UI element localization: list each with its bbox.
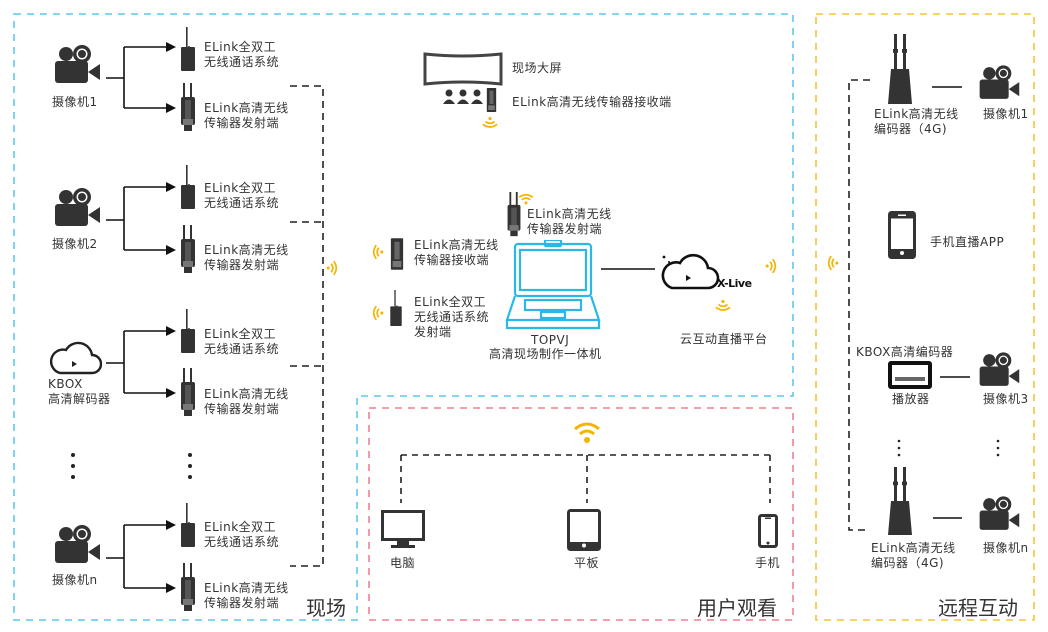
laptop-icon (505, 240, 601, 330)
kbox-encoder-title: KBOX高清编码器 (856, 345, 954, 359)
camera-icon (52, 45, 102, 85)
viewer-device-label: 手机 (755, 556, 781, 570)
viewer-device-label: 平板 (574, 556, 600, 570)
laptop-brand: TOPVJ (531, 333, 570, 347)
wifi-signal-icon (372, 244, 384, 260)
walkie-talkie-icon (388, 290, 404, 326)
player-icon (888, 361, 932, 389)
remote-bus (848, 79, 870, 531)
wifi-signal-icon (827, 255, 839, 271)
wifi-signal-icon (482, 116, 498, 129)
onsite-zone-title: 现场 (306, 596, 346, 620)
audience-icon (443, 89, 483, 104)
hub-receiver-label: ELink高清无线传输器接收端 (414, 238, 499, 267)
wifi-signal-icon (518, 193, 534, 205)
walkie-talkie-icon (180, 309, 196, 353)
camera-icon (977, 65, 1021, 101)
phone-icon (758, 514, 778, 548)
wifi-signal-icon (372, 305, 384, 321)
viewer-device-label: 电脑 (390, 556, 416, 570)
source-label: 摄像机n (52, 573, 98, 587)
walkie-talkie-icon (180, 27, 196, 71)
encoder-label: ELink高清无线编码器（4G) (871, 541, 956, 570)
viewer-zone-title: 用户观看 (697, 596, 777, 620)
camera-icon (977, 496, 1021, 532)
row-4-connector (106, 524, 168, 589)
remote-zone-border (815, 13, 1035, 621)
player-label: 播放器 (892, 392, 930, 406)
intercom-label: ELink全双工无线通话系统 (204, 327, 280, 356)
transmitter-label: ELink高清无线传输器发射端 (204, 387, 289, 416)
monitor-icon (381, 510, 425, 548)
cloud-brand: X-Live (717, 277, 752, 290)
big-screen-receiver-label: ELink高清无线传输器接收端 (512, 95, 672, 109)
receiver-icon (390, 238, 404, 270)
transmitter-icon (178, 563, 198, 613)
transmitter-label: ELink高清无线传输器发射端 (204, 243, 289, 272)
row-2-connector (106, 186, 168, 251)
hub-intercom-label: ELink全双工无线通话系统发射端 (414, 295, 490, 339)
transmitter-icon (178, 225, 198, 275)
wifi-icon (574, 422, 600, 443)
viewer-zone-border (368, 407, 794, 621)
onsite-bus (290, 85, 324, 567)
onsite-zone-border (13, 13, 794, 621)
transmitter-label: ELink高清无线传输器发射端 (204, 101, 289, 130)
cloud-platform-icon (661, 253, 720, 290)
ellipsis-dots (71, 439, 1000, 479)
source-label: 摄像机1 (52, 95, 98, 109)
encoder-4g-icon (887, 467, 913, 535)
viewer-tree (400, 454, 771, 503)
camera-icon (52, 188, 102, 228)
tablet-icon (567, 509, 601, 551)
remote-camera-label: 摄像机3 (983, 392, 1029, 406)
wifi-signal-icon (765, 258, 777, 274)
big-screen-label: 现场大屏 (512, 61, 563, 75)
transmitter-icon (178, 368, 198, 418)
source-label: 摄像机2 (52, 237, 98, 251)
laptop-label: 高清现场制作一体机 (489, 347, 602, 361)
row-3-connector (106, 330, 168, 394)
intercom-label: ELink全双工无线通话系统 (204, 520, 280, 549)
walkie-talkie-icon (180, 165, 196, 209)
source-connectors (106, 46, 168, 589)
walkie-talkie-icon (180, 503, 196, 547)
row-1-connector (106, 46, 168, 109)
cloud-platform-label: 云互动直播平台 (680, 332, 768, 346)
wifi-signal-icon (715, 299, 731, 312)
hub-transmitter-label: ELink高清无线传输器发射端 (527, 207, 612, 236)
camera-icon (977, 352, 1021, 388)
receiver-icon (485, 88, 498, 112)
transmitter-icon (178, 83, 198, 133)
remote-camera-label: 摄像机1 (983, 107, 1029, 121)
remote-camera-label: 摄像机n (983, 541, 1029, 555)
encoder-4g-icon (887, 34, 913, 104)
live-app-label: 手机直播APP (930, 235, 1005, 249)
phone-icon (888, 211, 916, 259)
intercom-label: ELink全双工无线通话系统 (204, 40, 280, 69)
wifi-signal-icon (326, 260, 338, 276)
intercom-label: ELink全双工无线通话系统 (204, 181, 280, 210)
remote-zone-title: 远程互动 (938, 596, 1018, 620)
camera-icon (52, 525, 102, 565)
cloud-icon (49, 341, 102, 375)
big-screen-icon (423, 52, 503, 86)
encoder-label: ELink高清无线编码器（4G) (874, 107, 959, 136)
arrow-heads (166, 42, 176, 593)
transmitter-label: ELink高清无线传输器发射端 (204, 581, 289, 610)
